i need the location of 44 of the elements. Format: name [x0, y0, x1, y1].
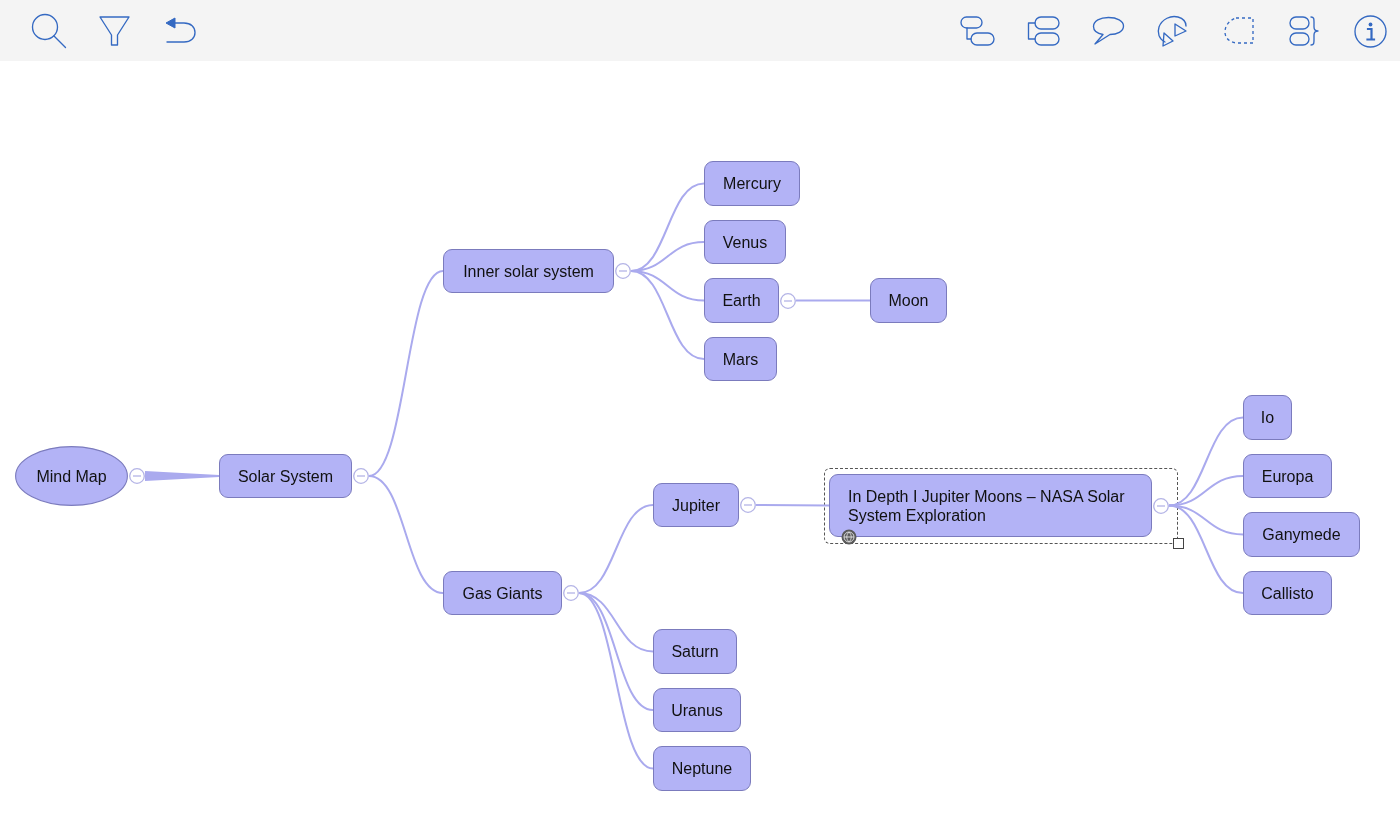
topic-node	[653, 629, 737, 674]
topic-node	[219, 454, 352, 498]
topic-node	[870, 278, 947, 323]
connector	[755, 504, 830, 507]
topic-node	[653, 746, 751, 791]
node-label: Moon	[888, 291, 929, 310]
topic-node	[704, 278, 779, 323]
node-label: Callisto	[1261, 583, 1314, 603]
node-label: Saturn	[671, 642, 719, 661]
node-label: Europa	[1261, 466, 1314, 486]
node-label: Mars	[722, 349, 759, 369]
node-label: Neptune	[671, 759, 733, 778]
topic-node	[443, 249, 614, 293]
node-label: Venus	[722, 232, 768, 252]
connector	[1168, 475, 1244, 507]
node-label: Solar System	[237, 466, 334, 486]
topic-node	[1243, 454, 1332, 498]
node-label: Earth	[722, 291, 761, 310]
topic-node	[1243, 395, 1292, 440]
connector	[630, 270, 705, 360]
connector	[1168, 504, 1244, 594]
node-label: Jupiter	[672, 495, 720, 515]
topic-node	[1243, 512, 1360, 557]
topic-node	[443, 571, 562, 615]
node-label: In Depth I Jupiter Moons – NASA Solar System Exploration	[848, 486, 1126, 525]
node-label: Uranus	[671, 700, 723, 720]
topic-node	[704, 161, 800, 206]
node-label: Io	[1260, 408, 1275, 427]
connector	[795, 299, 871, 302]
node-label: Inner solar system	[463, 261, 594, 281]
topic-node	[829, 474, 1152, 537]
topic-node	[653, 688, 741, 732]
node-label: Gas Giants	[462, 583, 543, 603]
topic-node	[704, 220, 786, 264]
connector	[368, 475, 444, 594]
tapered-connector	[145, 471, 219, 481]
topic-node	[1243, 571, 1332, 615]
node-label: Mind Map	[36, 466, 107, 486]
node-label: Ganymede	[1262, 525, 1341, 544]
topic-node	[653, 483, 739, 527]
central-topic-ellipse	[15, 446, 128, 506]
connector	[578, 592, 654, 770]
node-label: Mercury	[723, 174, 781, 193]
topic-node	[704, 337, 777, 381]
